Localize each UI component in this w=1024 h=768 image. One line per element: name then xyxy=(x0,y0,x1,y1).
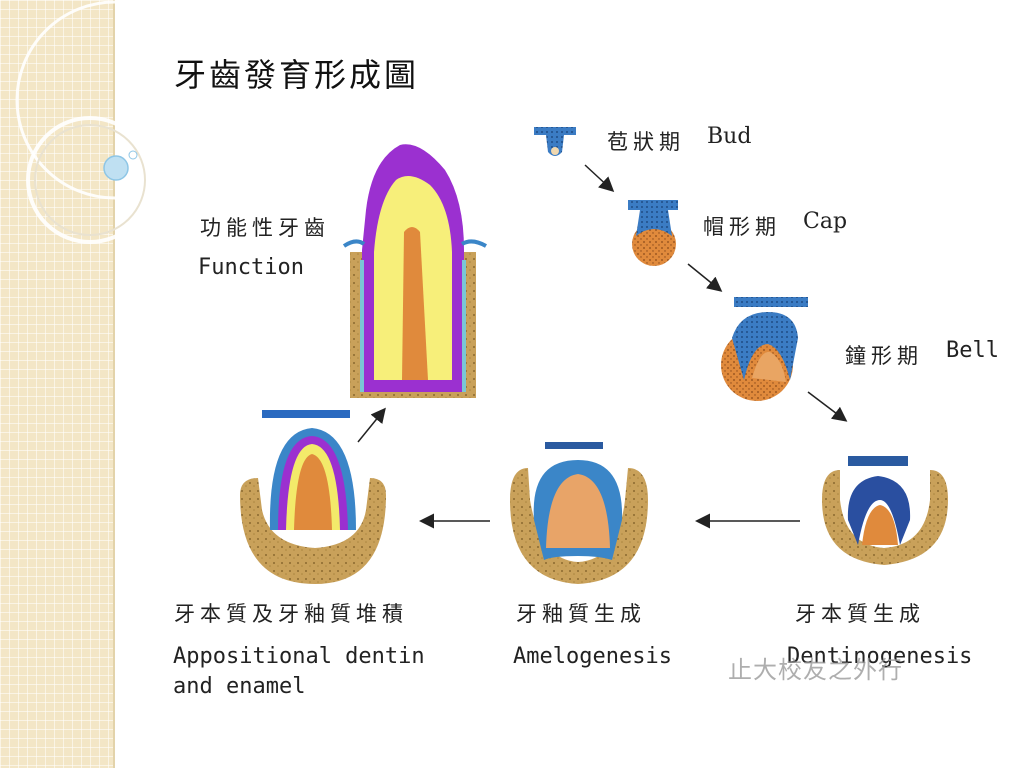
dentinogenesis-illustration xyxy=(822,456,948,565)
dentinogenesis-label-en: Dentinogenesis xyxy=(787,644,973,669)
cap-label-zh: 帽形期 xyxy=(703,215,781,239)
amelogenesis-label-en: Amelogenesis xyxy=(513,644,672,669)
bell-label-zh: 鐘形期 xyxy=(845,344,923,368)
amelogenesis-illustration xyxy=(510,442,648,584)
amelogenesis-label-zh: 牙釉質生成 xyxy=(516,602,646,626)
arrow-bell-to-dentinogenesis xyxy=(807,391,848,422)
side-strip-edge xyxy=(113,0,115,768)
appositional-label-zh: 牙本質及牙釉質堆積 xyxy=(174,602,408,626)
watermark: 止大校友之外行 xyxy=(728,656,903,684)
appositional-illustration xyxy=(240,410,386,584)
bud-label-zh: 苞狀期 xyxy=(607,130,685,154)
decorative-circles xyxy=(15,0,215,244)
dentinogenesis-label-zh: 牙本質生成 xyxy=(795,602,925,626)
bell-label-en: Bell xyxy=(946,338,999,363)
page-title: 牙齒發育形成圖 xyxy=(174,56,420,94)
bud-label-en: Bud xyxy=(707,124,752,149)
function-label-en: Function xyxy=(198,255,304,280)
appositional-label-en-line1: Appositional dentin xyxy=(173,644,425,669)
appositional-label-en-line2: and enamel xyxy=(173,674,306,699)
arrow-cap-to-bell xyxy=(687,263,723,292)
function-label-zh: 功能性牙齒 xyxy=(200,216,330,240)
bell-stage-illustration xyxy=(721,297,808,401)
arrow-appositional-to-function xyxy=(357,407,386,443)
arrow-bud-to-cap xyxy=(584,164,615,193)
bud-stage-illustration xyxy=(534,127,576,156)
cap-stage-illustration xyxy=(628,200,678,266)
function-tooth-illustration xyxy=(342,144,487,398)
cap-label-en: Cap xyxy=(803,209,848,234)
